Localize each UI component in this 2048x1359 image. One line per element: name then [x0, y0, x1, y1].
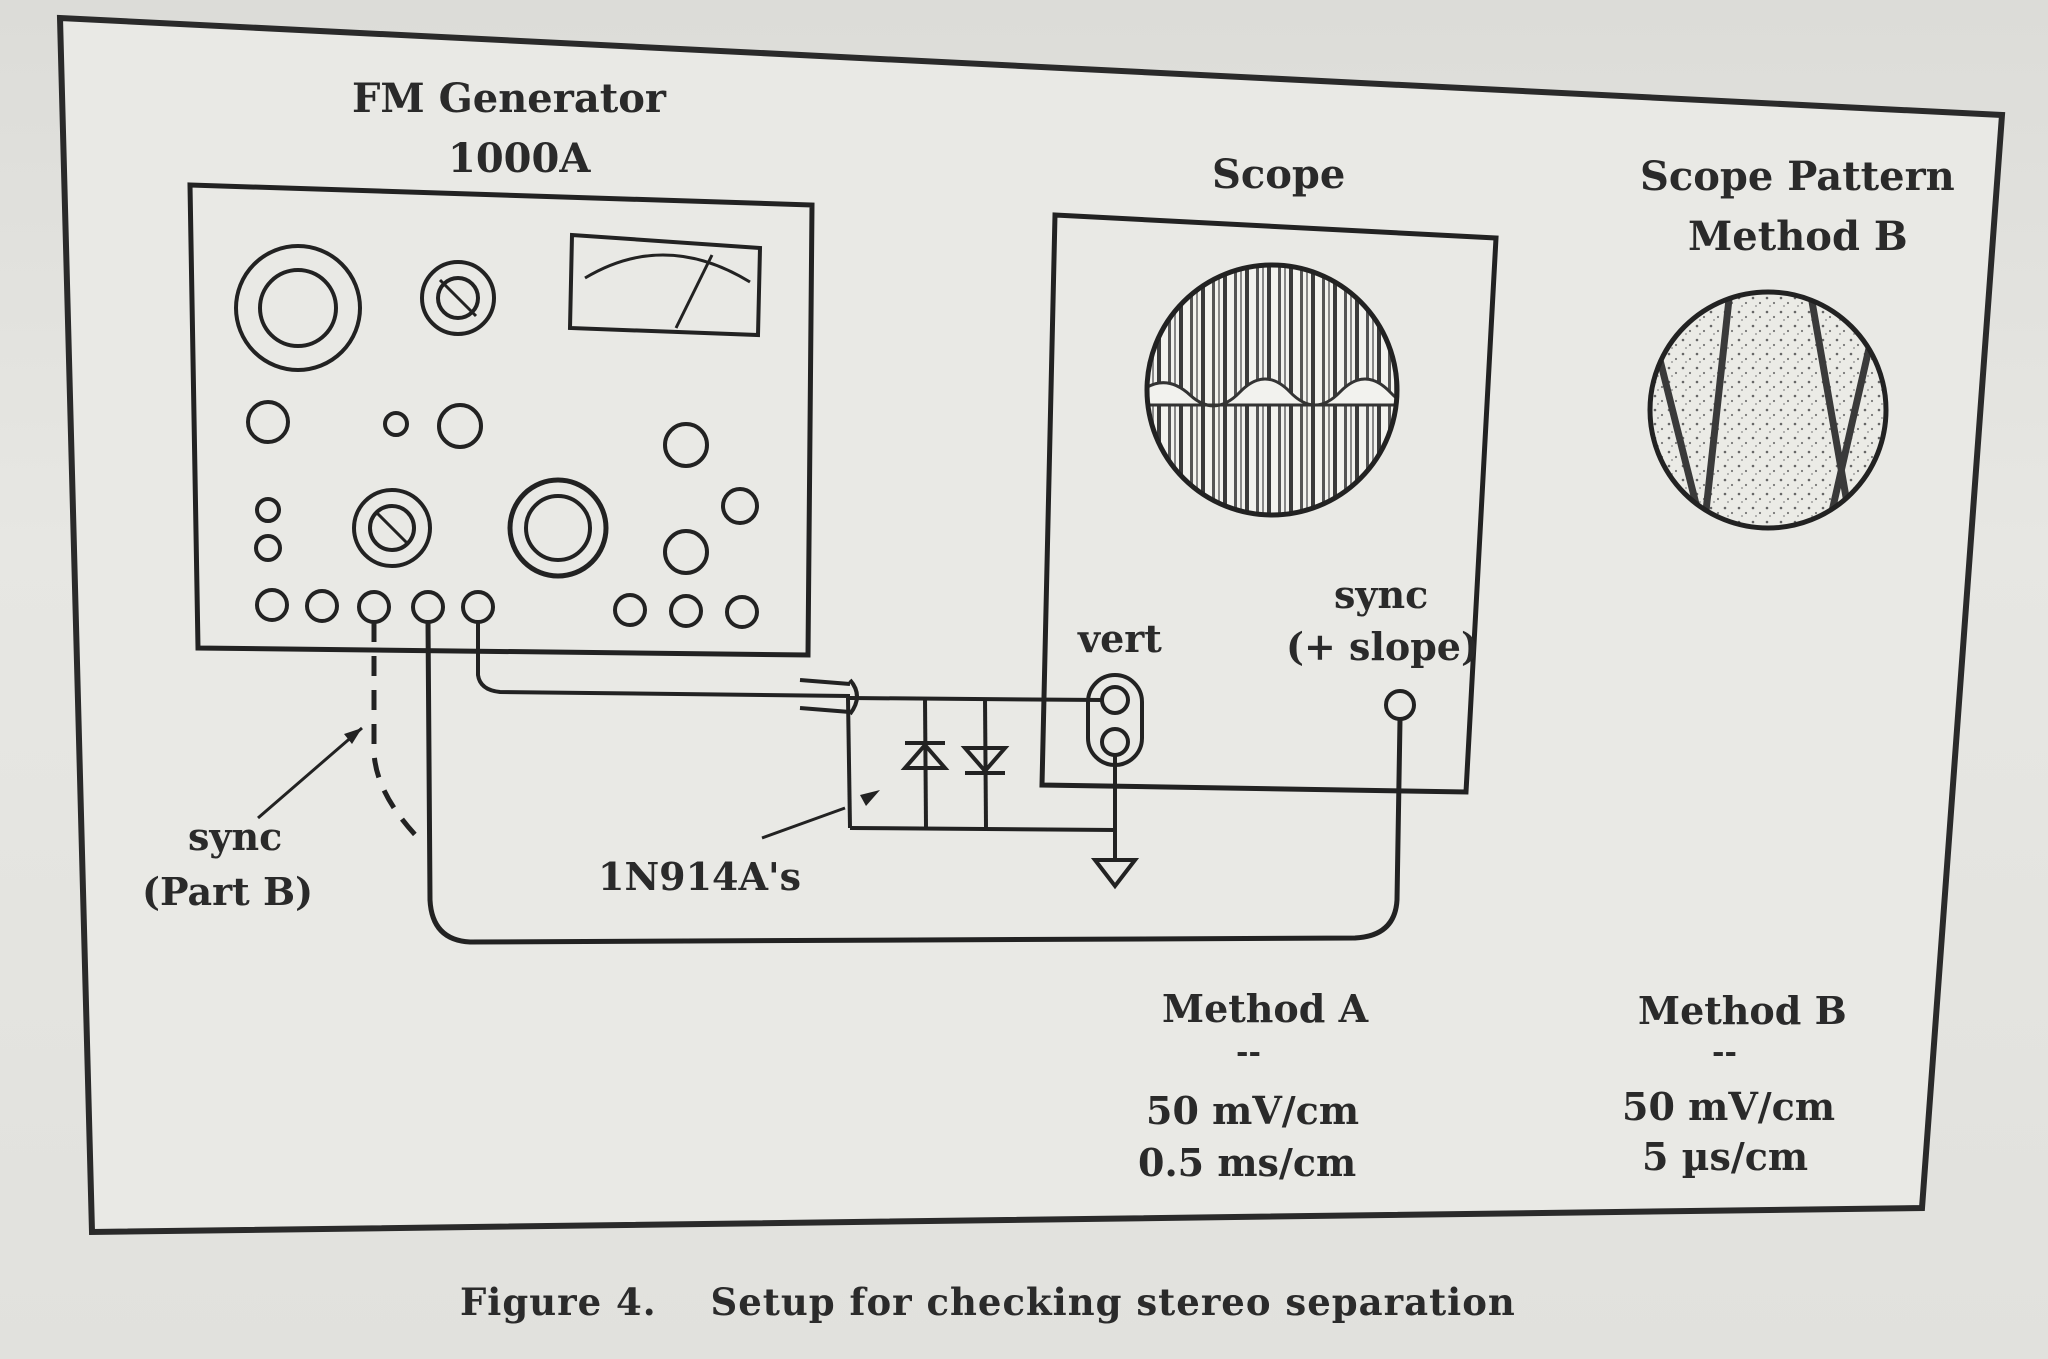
figure-frame	[56, 14, 2006, 1236]
sync-part-b-label-1: sync	[188, 814, 282, 859]
figure-caption: Figure 4. Setup for checking stereo sepa…	[460, 1280, 1540, 1324]
method-a-title: Method A	[1162, 986, 1369, 1031]
scope-pattern: Scope Pattern Method B	[1640, 153, 1955, 531]
generator-model: 1000A	[448, 135, 591, 182]
method-a-dash: --	[1236, 1035, 1261, 1070]
method-a-vertical-scale: 50 mV/cm	[1146, 1088, 1359, 1133]
diode-icon	[900, 741, 950, 770]
scope-sync-slope-label: (+ slope)	[1286, 624, 1479, 669]
method-a-settings: Method A -- 50 mV/cm 0.5 ms/cm	[1138, 986, 1369, 1185]
generator-title: FM Generator	[352, 75, 667, 122]
sync-part-b-label-2: (Part B)	[142, 869, 313, 914]
ground-icon	[1090, 858, 1140, 890]
wiring	[257, 619, 1467, 945]
method-b-settings: Method B -- 50 mV/cm 5 µs/cm	[1622, 988, 1847, 1179]
pattern-title: Scope Pattern	[1640, 153, 1955, 200]
diode-icon	[960, 746, 1010, 775]
scope-screen	[1147, 265, 1397, 515]
scope-vert-label: vert	[1077, 616, 1162, 661]
pattern-subtitle: Method B	[1688, 213, 1908, 260]
meter-icon	[567, 232, 763, 338]
diodes-label: 1N914A's	[598, 854, 801, 899]
fm-generator: FM Generator 1000A	[187, 75, 815, 658]
method-b-dash: --	[1712, 1035, 1737, 1070]
scope-title: Scope	[1212, 151, 1345, 198]
scope-sync-label: sync	[1334, 572, 1428, 617]
figure-caption-text: Setup for checking stereo separation	[710, 1280, 1516, 1324]
pattern-screen	[1650, 292, 1886, 528]
generator-panel	[187, 182, 815, 658]
method-a-time-scale: 0.5 ms/cm	[1138, 1140, 1356, 1185]
method-b-vertical-scale: 50 mV/cm	[1622, 1084, 1835, 1129]
figure-number: Figure 4.	[460, 1280, 657, 1324]
method-b-time-scale: 5 µs/cm	[1642, 1134, 1808, 1179]
method-b-title: Method B	[1638, 988, 1847, 1033]
